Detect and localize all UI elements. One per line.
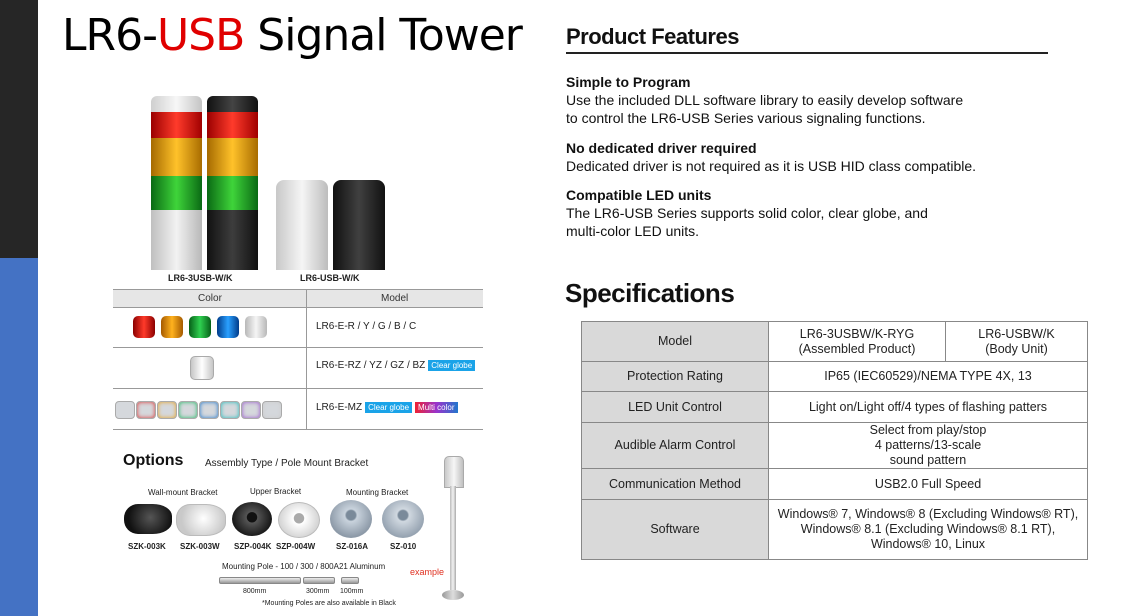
led-multi-8 [262,401,282,419]
spec-label-alarm: Audible Alarm Control [581,422,769,469]
spec-label-communication: Communication Method [581,468,769,500]
spec-value-communication: USB2.0 Full Speed [768,468,1088,500]
led-multi-6 [220,401,240,419]
led-red [133,316,155,338]
feature-1-heading: Simple to Program [566,74,691,90]
color-table-header: Color Model [113,289,483,308]
tower-label-3usb: LR6-3USB-W/K [168,273,233,282]
specifications-title: Specifications [565,278,735,308]
spec-row-alarm: Audible Alarm Control Select from play/s… [581,422,1088,469]
bracket-szp-004k-image [232,502,272,536]
specifications-table: Model LR6-3USBW/K-RYG(Assembled Product)… [581,321,1088,560]
feature-2-heading: No dedicated driver required [566,140,757,156]
led-multi-3 [157,401,177,419]
spec-model-assembled: LR6-3USBW/K-RYG(Assembled Product) [768,321,946,362]
feature-1-line-2: to control the LR6-USB Series various si… [566,110,926,126]
tag-clear-globe-2: Clear globe [365,402,413,413]
led-multi-2 [136,401,156,419]
pole-800mm [219,577,301,584]
pole-length-100: 100mm [340,588,364,595]
led-color-table: Color Model LR6-E-R / Y / G / B / C LR6-… [113,289,483,430]
spec-row-software: Software Windows® 7, Windows® 8 (Excludi… [581,499,1088,560]
led-multi-1 [115,401,135,419]
bracket-szk-003w-image [176,504,226,536]
header-model: Model [381,293,409,304]
example-pole-tower [442,456,464,602]
feature-3-line-1: The LR6-USB Series supports solid color,… [566,205,928,221]
spec-label-software: Software [581,499,769,560]
led-clear-globe [190,356,214,380]
spec-label-model: Model [581,321,769,362]
led-blue [217,316,239,338]
led-multi-4 [178,401,198,419]
product-features-rule [566,52,1048,54]
pole-caption: Mounting Pole - 100 / 300 / 800A21 Alumi… [222,562,386,571]
bracket-szp-004w-image [278,502,320,538]
options-title: Options [123,452,184,469]
group-mounting: Mounting Bracket [346,488,409,497]
spec-model-body: LR6-USBW/K(Body Unit) [945,321,1088,362]
feature-3-heading: Compatible LED units [566,187,712,203]
header-color: Color [198,293,222,304]
spec-value-led-control: Light on/Light off/4 types of flashing p… [768,391,1088,423]
feature-1-line-1: Use the included DLL software library to… [566,92,964,108]
spec-value-alarm: Select from play/stop 4 patterns/13-scal… [768,422,1088,469]
part-szk-003w: SZK-003W [180,542,220,551]
led-yellow [161,316,183,338]
spec-label-protection: Protection Rating [581,361,769,392]
part-szk-003k: SZK-003K [128,542,166,551]
led-green [189,316,211,338]
color-row-solid: LR6-E-R / Y / G / B / C [113,307,483,348]
pole-note: *Mounting Poles are also available in Bl… [262,600,396,607]
spec-value-protection: IP65 (IEC60529)/NEMA TYPE 4X, 13 [768,361,1088,392]
feature-2-line-1: Dedicated driver is not required as it i… [566,158,977,174]
group-upper: Upper Bracket [250,487,302,496]
tower-lr6-usb-white [276,180,328,270]
tower-label-usb: LR6-USB-W/K [300,273,360,282]
led-multi-7 [241,401,261,419]
tower-lr6-usb-black [333,180,385,270]
spec-row-protection: Protection Rating IP65 (IEC60529)/NEMA T… [581,361,1088,392]
spec-row-model: Model LR6-3USBW/K-RYG(Assembled Product)… [581,321,1088,362]
pole-length-300: 300mm [306,588,330,595]
spec-row-communication: Communication Method USB2.0 Full Speed [581,468,1088,500]
tag-clear-globe: Clear globe [428,360,476,371]
tag-multi-color: Multi color [415,402,458,413]
part-szp-004k: SZP-004K [234,542,272,551]
sidebar-dark-band [0,0,38,258]
spec-value-software: Windows® 7, Windows® 8 (Excluding Window… [768,499,1088,560]
slide-title: LR6-USB Signal Tower [62,10,523,61]
bracket-sz-016a-image [330,500,372,538]
led-clear [245,316,267,338]
pole-300mm [303,577,335,584]
bracket-szk-003k-image [124,504,172,534]
pole-100mm [341,577,359,584]
model-solid: LR6-E-R / Y / G / B / C [316,321,417,332]
part-sz-016a: SZ-016A [336,542,369,551]
spec-label-led-control: LED Unit Control [581,391,769,423]
feature-3-line-2: multi-color LED units. [566,223,700,239]
bracket-sz-010-image [382,500,424,538]
example-label: example [410,567,445,577]
part-sz-010: SZ-010 [390,542,417,551]
sidebar-blue-band [0,258,38,616]
part-szp-004w: SZP-004W [276,542,316,551]
spec-row-led-control: LED Unit Control Light on/Light off/4 ty… [581,391,1088,423]
pole-length-800: 800mm [243,588,267,595]
tower-lr6-3usb-black [207,96,258,270]
product-features-title: Product Features [566,24,739,49]
led-multi-5 [199,401,219,419]
options-subtitle: Assembly Type / Pole Mount Bracket [205,458,369,469]
group-wall-mount: Wall-mount Bracket [148,488,218,497]
tower-lr6-3usb-white [151,96,202,270]
